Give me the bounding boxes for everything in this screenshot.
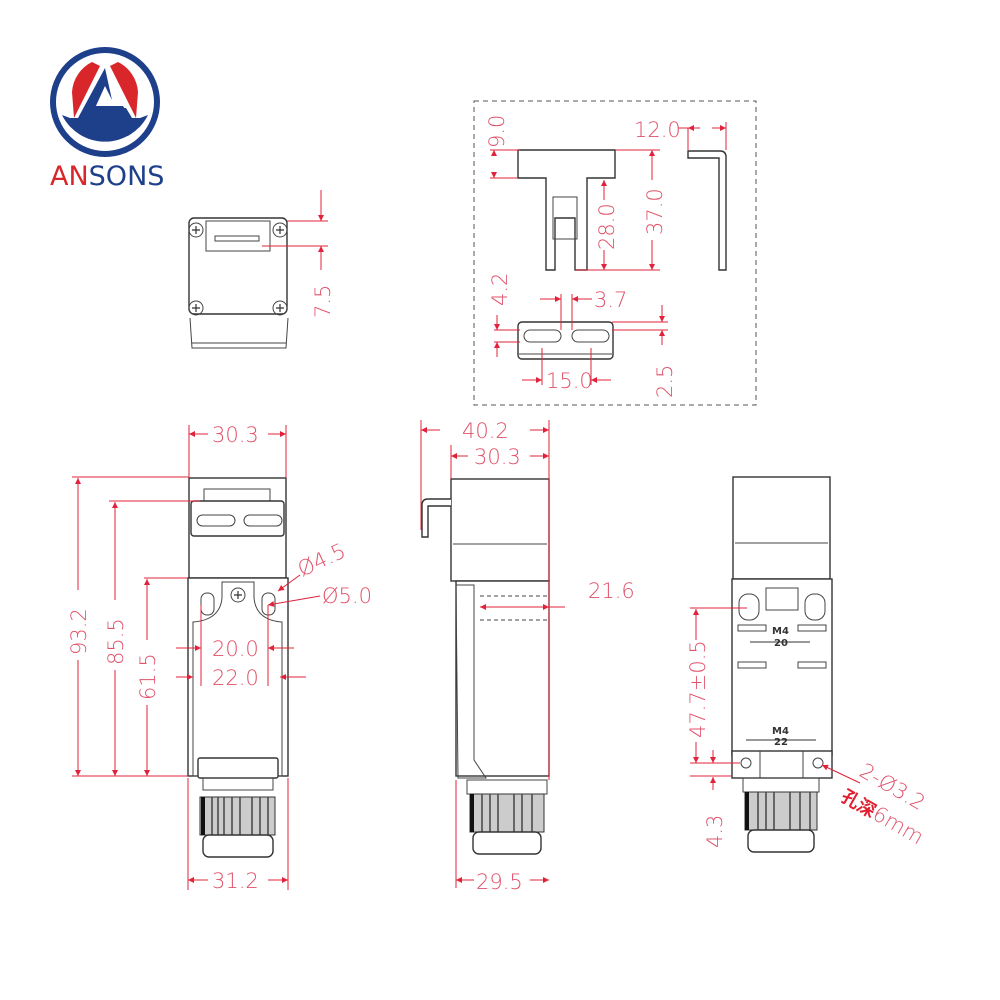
dim-top-height: 7.5 [311,285,335,318]
ansons-logo: ANSONS [50,47,164,192]
label-m4-top: M4 [772,626,789,637]
dim-hole-large: Ø5.0 [322,584,372,608]
dim-total-length: 37.0 [643,188,667,235]
dim-bend-width: 12.0 [634,118,681,142]
dim-slot-pitch: 15.0 [546,369,593,393]
dim-depth-offset: 21.6 [588,579,635,603]
dim-hole-small: Ø4.5 [294,539,349,582]
dim-hole-height: 47.7±0.5 [686,640,710,738]
dim-hole-pitch-outer: 22.0 [212,666,259,690]
logo-text: ANSONS [50,161,164,192]
dim-front-width-top: 30.3 [212,423,259,447]
dim-height-body: 61.5 [136,653,160,700]
dim-front-width-bottom: 31.2 [212,869,259,893]
dim-hole-pitch-inner: 20.0 [212,637,259,661]
dim-side-width-total: 40.2 [462,419,509,443]
dim-flange-height: 9.0 [485,115,509,148]
dim-side-width-body: 30.3 [474,445,521,469]
dim-height-actuator: 85.5 [104,618,128,665]
dim-thickness: 2.5 [653,365,677,398]
top-view: 7.5 [188,190,335,349]
actuator-detail: 9.0 28.0 37.0 12.0 4.2 3.7 [473,100,757,406]
dim-base-offset: 4.3 [703,815,727,848]
dim-slot-length: 28.0 [595,203,619,250]
front-view: 30.3 93.2 85.5 61.5 Ø4.5 Ø5.0 20.0 22.0 … [67,423,372,893]
label-pitch-top: 20 [774,638,788,649]
side-view: 40.2 30.3 21.6 29.5 [420,419,635,894]
back-view: M4 20 M4 22 47.7±0.5 4.3 2-Ø3.2 孔深6mm [686,476,929,853]
dim-side-width-bottom: 29.5 [476,870,523,894]
dim-height-total: 93.2 [67,608,91,655]
label-m4-bottom: M4 [772,726,789,737]
dim-slot-height: 4.2 [488,273,512,306]
dim-slot-gap: 3.7 [594,288,627,312]
label-pitch-bottom: 22 [774,737,788,748]
